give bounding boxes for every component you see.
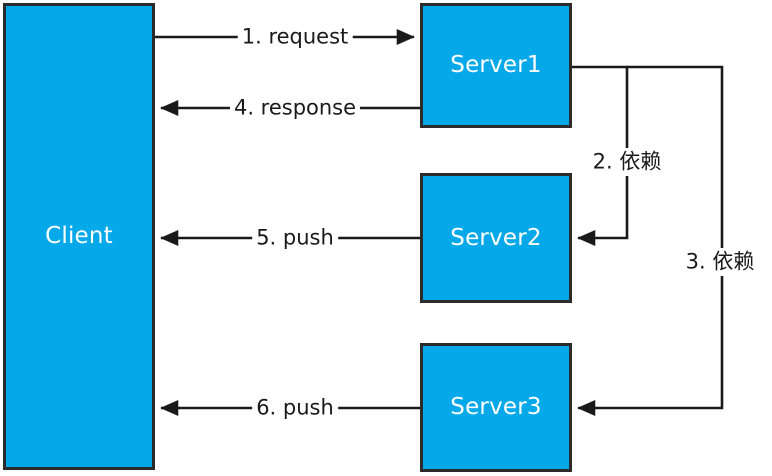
edge-line-dependency-2 [572,65,629,148]
edge-label-request: 1. request [237,26,353,48]
node-client-label: Client [45,223,113,249]
edge-line-dependency-2-lower [577,176,629,247]
edge-line-dependency-3 [627,65,724,248]
edge-label-dependency-2: 2. 依赖 [588,151,666,173]
node-server1[interactable]: Server1 [420,3,572,128]
node-server3-label: Server3 [450,394,542,420]
edge-label-push-5: 5. push [252,227,338,249]
node-server1-label: Server1 [450,52,542,78]
edge-label-dependency-3: 3. 依赖 [681,251,759,273]
edge-label-response: 4. response [229,97,361,119]
node-server2-label: Server2 [450,224,542,251]
node-client[interactable]: Client [3,3,155,470]
edge-label-push-6: 6. push [252,397,338,419]
node-server2[interactable]: Server2 [420,173,572,303]
edge-line-dependency-3-lower [577,276,724,417]
node-server3[interactable]: Server3 [420,343,572,472]
